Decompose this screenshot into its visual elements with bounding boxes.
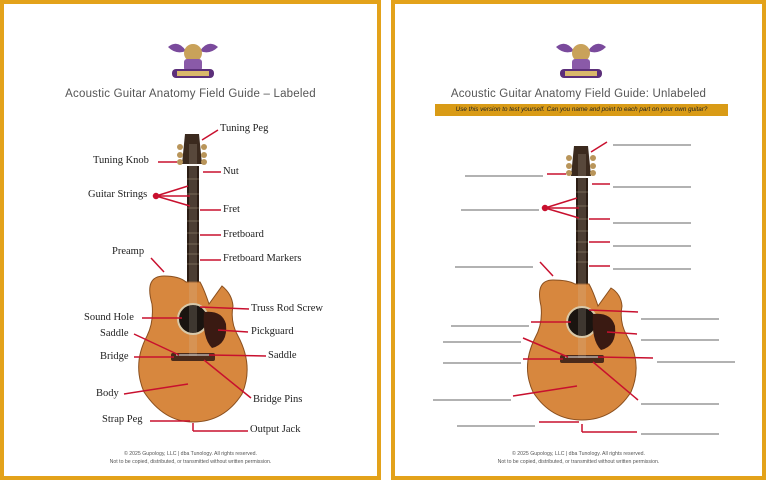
footer: © 2025 Gupology, LLC | dba Tunology. All…	[4, 450, 377, 466]
label-tuning-knob: Tuning Knob	[93, 155, 149, 166]
page-title: Acoustic Guitar Anatomy Field Guide – La…	[65, 88, 316, 100]
label-bridge-pins: Bridge Pins	[253, 394, 303, 405]
gupology-logo	[168, 43, 218, 78]
label-bridge: Bridge	[100, 351, 129, 362]
label-tuning-peg: Tuning Peg	[220, 123, 269, 134]
footer-copyright: © 2025 Gupology, LLC | dba Tunology. All…	[511, 451, 645, 457]
label-preamp: Preamp	[112, 246, 145, 257]
label-saddle-left: Saddle	[100, 328, 129, 339]
page-title: Acoustic Guitar Anatomy Field Guide: Unl…	[450, 88, 707, 100]
label-strap-peg: Strap Peg	[102, 414, 143, 425]
label-nut: Nut	[223, 166, 239, 177]
footer-notice: Not to be copied, distributed, or transm…	[497, 459, 660, 465]
label-fretboard: Fretboard	[223, 229, 264, 240]
guitar-diagram	[433, 141, 735, 435]
label-pickguard: Pickguard	[251, 326, 294, 337]
label-guitar-strings: Guitar Strings	[88, 189, 148, 200]
instruction-banner: Use this version to test yourself. Can y…	[435, 104, 728, 116]
labeled-page: Acoustic Guitar Anatomy Field Guide – La…	[0, 0, 381, 480]
guitar-diagram	[123, 129, 267, 432]
label-body: Body	[96, 388, 119, 399]
label-fret: Fret	[223, 204, 240, 215]
label-saddle-right: Saddle	[268, 350, 297, 361]
label-fretboard-markers: Fretboard Markers	[223, 253, 302, 264]
footer-notice: Not to be copied, distributed, or transm…	[109, 459, 272, 465]
label-truss-rod-screw: Truss Rod Screw	[251, 303, 323, 314]
footer: © 2025 Gupology, LLC | dba Tunology. All…	[395, 450, 762, 466]
footer-copyright: © 2025 Gupology, LLC | dba Tunology. All…	[123, 451, 257, 457]
label-output-jack: Output Jack	[250, 424, 301, 435]
label-sound-hole: Sound Hole	[84, 312, 134, 323]
unlabeled-page: Acoustic Guitar Anatomy Field Guide: Unl…	[391, 0, 766, 480]
gupology-logo	[556, 43, 606, 78]
